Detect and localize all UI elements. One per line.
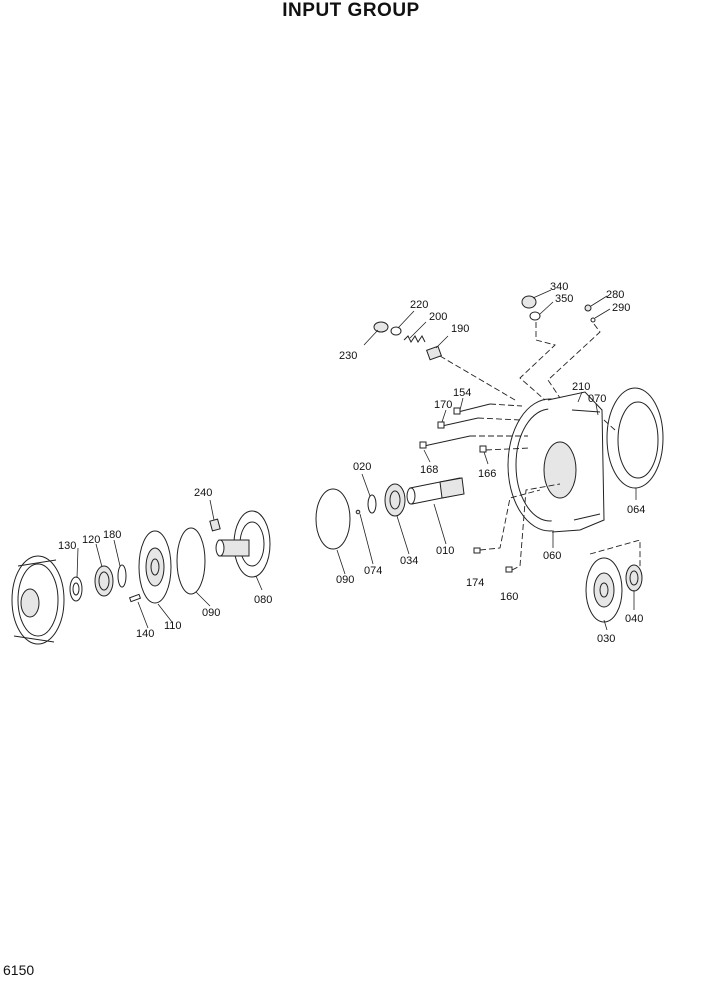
rear-cover-064-part [606,387,664,489]
callout-034: 034 [400,555,418,567]
callout-280: 280 [606,289,624,301]
page-title: INPUT GROUP [282,0,420,21]
assembly-lines [439,322,641,571]
transmission-housing-060-part [507,391,605,533]
plug-340-part [521,295,537,309]
callout-154: 154 [453,387,471,399]
callout-064: 064 [627,504,645,516]
torque-converter-part [11,555,65,645]
ring-220-part [390,326,402,336]
bolt-166-part [479,445,487,453]
gear-030-part [585,557,623,623]
callout-074: 074 [364,565,382,577]
pump-cover-080-part [215,510,271,578]
callout-350: 350 [555,293,573,305]
pin-140-part [128,593,142,603]
bearing-120-part [94,565,114,597]
callout-140: 140 [136,628,154,640]
callout-090a: 090 [202,607,220,619]
callout-130: 130 [58,540,76,552]
callout-120: 120 [82,534,100,546]
valve-190-part [426,345,442,361]
callout-060: 060 [543,550,561,562]
ring-180-part [117,564,127,588]
callout-220: 220 [410,299,428,311]
callout-166: 166 [478,468,496,480]
ring-290-part [590,317,596,323]
callout-070: 070 [588,393,606,405]
pump-housing-110-part [138,530,172,604]
bolt-170-part [437,417,479,429]
callout-020: 020 [353,461,371,473]
callout-160: 160 [500,591,518,603]
gasket-090b-part [315,488,351,550]
callout-190: 190 [451,323,469,335]
callout-040: 040 [625,613,643,625]
bolt-160-part [505,566,513,573]
bolt-154-part [453,403,491,415]
callout-210: 210 [572,381,590,393]
callout-180: 180 [103,529,121,541]
input-shaft-010-part [406,477,465,505]
callout-290: 290 [612,302,630,314]
ring-020-part [367,494,377,514]
bearing-034-part [384,483,406,517]
leader-lines [76,289,637,631]
plug-240-part [209,518,221,532]
callout-240: 240 [194,487,212,499]
callout-110: 110 [164,620,182,632]
callout-174: 174 [466,577,484,589]
callout-168: 168 [420,464,438,476]
bearing-040-part [625,564,643,592]
callout-340: 340 [550,281,568,293]
ring-350-part [529,311,541,321]
callout-200: 200 [429,311,447,323]
plug-280-part [584,304,592,312]
gasket-090-part [176,527,206,595]
bearing-130-part [69,576,83,602]
ball-074-part [355,509,361,515]
callout-030: 030 [597,633,615,645]
callout-170: 170 [434,399,452,411]
callout-080: 080 [254,594,272,606]
bolt-174-part [473,547,481,554]
callout-090b: 090 [336,574,354,586]
plug-230-part [373,321,389,333]
bolt-168-part [419,435,471,449]
callout-230: 230 [339,350,357,362]
page-number: 6150 [3,962,35,978]
callout-010: 010 [436,545,454,557]
spring-200-part [403,335,426,343]
